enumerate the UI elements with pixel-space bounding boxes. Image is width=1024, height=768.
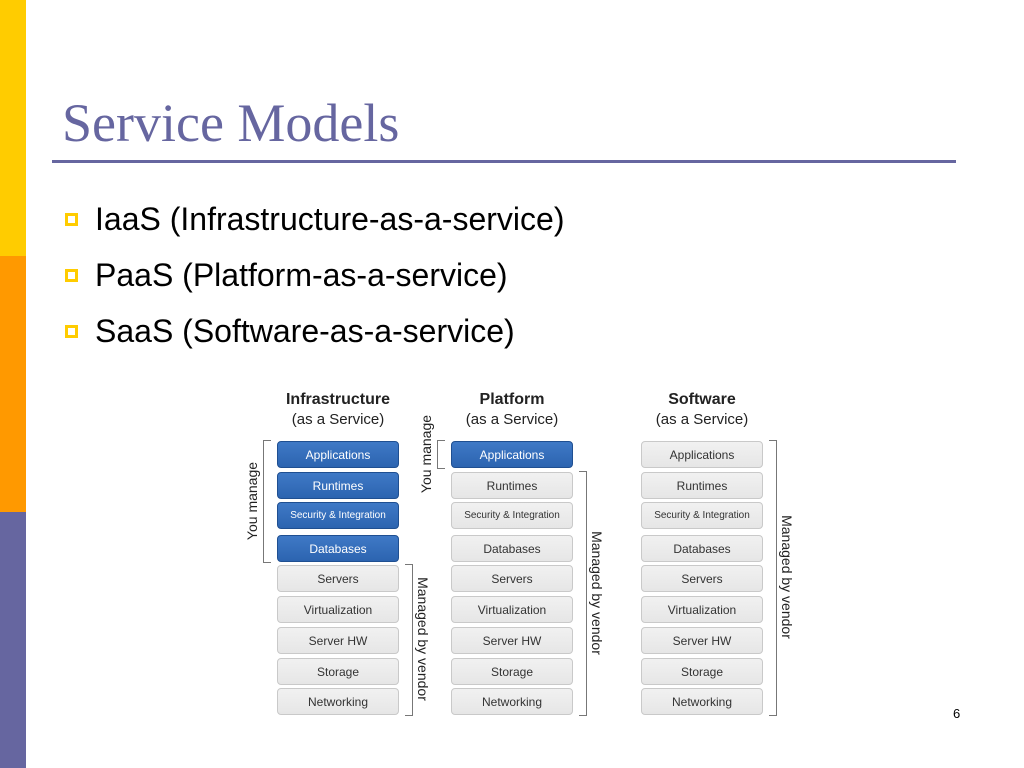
column-title: Platform: [479, 391, 545, 408]
column-header: Software (as a Service): [632, 390, 772, 430]
bullet-item: SaaS (Software-as-a-service): [62, 303, 564, 359]
stack-layer: Servers: [641, 565, 763, 592]
bullet-item: PaaS (Platform-as-a-service): [62, 247, 564, 303]
managed-by-vendor-bracket: [769, 440, 777, 716]
column-subtitle: (as a Service): [655, 411, 749, 428]
managed-by-vendor-bracket: [405, 564, 413, 716]
stack-layer: Storage: [277, 658, 399, 685]
column-header: Platform (as a Service): [442, 390, 582, 430]
decorative-strip-top: [0, 0, 26, 256]
stack-layer: Security & Integration: [277, 502, 399, 529]
title-underline: [52, 160, 956, 163]
bullet-text: SaaS (Software-as-a-service): [95, 312, 515, 349]
decorative-strip-bottom: [0, 512, 26, 768]
bullet-text: PaaS (Platform-as-a-service): [95, 256, 508, 293]
column-header: Infrastructure (as a Service): [268, 390, 408, 430]
stack-layer: Storage: [451, 658, 573, 685]
stack-layer: Databases: [277, 535, 399, 562]
stack-layer: Security & Integration: [641, 502, 763, 529]
stack-layer: Networking: [451, 688, 573, 715]
managed-by-vendor-label: Managed by vendor: [589, 530, 605, 655]
stack-layer: Runtimes: [277, 472, 399, 499]
service-models-diagram: Infrastructure (as a Service) Applications…: [232, 380, 818, 722]
bullet-list: IaaS (Infrastructure-as-a-service) PaaS …: [62, 191, 564, 359]
stack-layer: Runtimes: [451, 472, 573, 499]
stack-layer: Virtualization: [451, 596, 573, 623]
decorative-strip-middle: [0, 256, 26, 512]
stack-layer: Applications: [641, 441, 763, 468]
stack-layer: Applications: [451, 441, 573, 468]
stack-layer: Virtualization: [641, 596, 763, 623]
stack-layer: Storage: [641, 658, 763, 685]
stack-layer: Server HW: [277, 627, 399, 654]
square-bullet-icon: [65, 324, 78, 338]
slide-title: Service Models: [62, 93, 400, 153]
stack-layer: Databases: [641, 535, 763, 562]
stack-layer: Networking: [641, 688, 763, 715]
page-number: 6: [953, 706, 961, 721]
you-manage-bracket: [263, 440, 271, 563]
bullet-item: IaaS (Infrastructure-as-a-service): [62, 191, 564, 247]
square-bullet-icon: [65, 268, 78, 282]
column-subtitle: (as a Service): [465, 411, 559, 428]
stack-layer: Networking: [277, 688, 399, 715]
stack-layer: Applications: [277, 441, 399, 468]
you-manage-label: You manage: [244, 461, 260, 540]
column-subtitle: (as a Service): [291, 411, 385, 428]
you-manage-label: You manage: [418, 414, 434, 493]
stack-layer: Databases: [451, 535, 573, 562]
stack-layer: Servers: [451, 565, 573, 592]
managed-by-vendor-label: Managed by vendor: [779, 515, 795, 639]
column-title: Software: [668, 391, 736, 408]
managed-by-vendor-label: Managed by vendor: [415, 577, 431, 701]
you-manage-bracket: [437, 440, 445, 469]
stack-layer: Security & Integration: [451, 502, 573, 529]
managed-by-vendor-bracket: [579, 471, 587, 716]
bullet-text: IaaS (Infrastructure-as-a-service): [95, 200, 565, 237]
square-bullet-icon: [65, 212, 78, 226]
stack-layer: Runtimes: [641, 472, 763, 499]
stack-layer: Servers: [277, 565, 399, 592]
stack-layer: Server HW: [451, 627, 573, 654]
stack-layer: Server HW: [641, 627, 763, 654]
column-title: Infrastructure: [285, 391, 391, 408]
stack-layer: Virtualization: [277, 596, 399, 623]
